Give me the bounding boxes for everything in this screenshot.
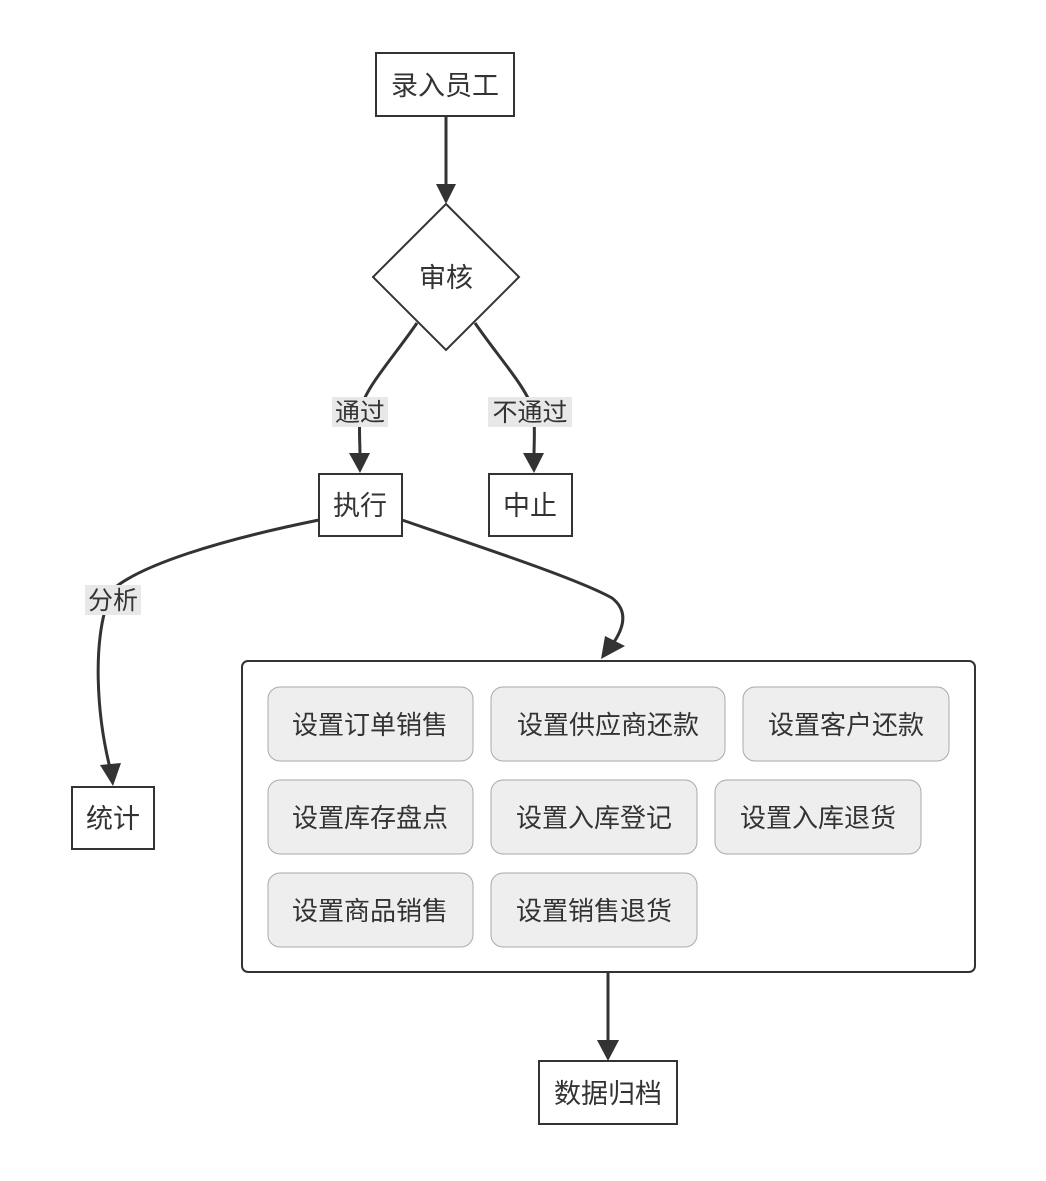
settings-group: 设置订单销售 设置供应商还款 设置客户还款 设置库存盘点 设置入库登记 设置入库… — [241, 660, 976, 973]
arrowhead-archive — [597, 1040, 619, 1061]
group-item-label: 设置销售退货 — [516, 897, 672, 927]
arrowhead-execute — [349, 453, 370, 473]
group-item-stock-in-return[interactable]: 设置入库退货 — [714, 779, 922, 855]
node-review[interactable]: 审核 — [371, 202, 521, 352]
node-abort-label: 中止 — [503, 491, 557, 522]
arrowhead-statistics — [100, 763, 121, 786]
node-execute-label: 执行 — [333, 491, 387, 522]
edge-label-fail: 不通过 — [492, 398, 567, 427]
edge-label-pass-bg — [332, 397, 388, 427]
group-item-sales-return[interactable]: 设置销售退货 — [490, 872, 698, 948]
node-enter-employee-label: 录入员工 — [391, 71, 499, 102]
group-item-label: 设置商品销售 — [292, 897, 448, 927]
node-review-label: 审核 — [419, 263, 473, 294]
edge-label-pass: 通过 — [335, 398, 385, 427]
edge-label-fail-bg — [488, 397, 572, 427]
group-item-label: 设置订单销售 — [292, 711, 448, 741]
group-item-customer-repayment[interactable]: 设置客户还款 — [742, 686, 950, 762]
arrowhead-abort — [523, 453, 544, 473]
group-item-order-sales[interactable]: 设置订单销售 — [267, 686, 474, 762]
edge-execute-to-group — [401, 518, 625, 643]
group-item-stock-in-registration[interactable]: 设置入库登记 — [490, 779, 698, 855]
group-item-supplier-repayment[interactable]: 设置供应商还款 — [490, 686, 726, 762]
node-archive[interactable]: 数据归档 — [538, 1060, 678, 1125]
group-item-inventory-check[interactable]: 设置库存盘点 — [267, 779, 474, 855]
edge-labels: 通过 不通过 分析 — [85, 397, 572, 615]
edge-label-analyze: 分析 — [88, 586, 138, 615]
group-item-label: 设置入库登记 — [516, 804, 672, 834]
node-archive-label: 数据归档 — [554, 1079, 662, 1110]
edge-review-to-abort — [473, 322, 536, 456]
group-item-label: 设置客户还款 — [768, 711, 924, 741]
group-item-label: 设置入库退货 — [740, 804, 896, 834]
edge-label-analyze-bg — [85, 585, 141, 615]
node-statistics-label: 统计 — [86, 804, 140, 835]
arrowhead-group — [601, 636, 625, 659]
node-execute[interactable]: 执行 — [318, 473, 403, 537]
group-item-label: 设置供应商还款 — [517, 711, 699, 741]
node-enter-employee[interactable]: 录入员工 — [375, 52, 515, 117]
group-item-product-sales[interactable]: 设置商品销售 — [267, 872, 474, 948]
group-item-label: 设置库存盘点 — [292, 804, 448, 834]
arrowhead-review — [436, 184, 456, 204]
edge-review-to-execute — [358, 322, 419, 456]
node-abort[interactable]: 中止 — [488, 473, 573, 537]
nodes: 录入员工 审核 执行 中止 统计 数据归档 — [71, 52, 678, 1125]
node-statistics[interactable]: 统计 — [71, 786, 155, 850]
